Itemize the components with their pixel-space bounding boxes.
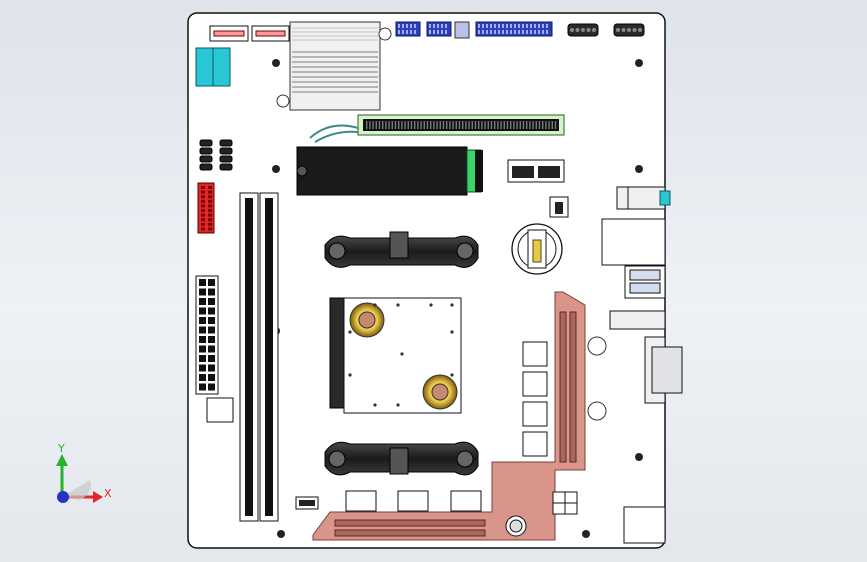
red-usb-header [197,182,215,234]
cpu-socket [329,297,462,414]
usb-stack [624,265,666,299]
choke-right-3 [522,401,548,427]
coordinate-triad: Y X [56,442,112,503]
hdmi-port [609,310,666,330]
square-component [206,397,234,423]
front-panel-headers [199,139,233,171]
top-pin-headers [395,21,553,37]
cpu-retention-top [324,231,479,268]
cpu-retention-bottom [324,441,479,476]
audio-jack [616,186,671,210]
fan-headers [567,23,645,37]
usb-header-connector [507,159,565,183]
vrm-chokes-bottom [345,490,482,512]
quad-square [552,491,578,515]
sata-connector-1 [209,25,249,42]
vrm-heatpipe [312,291,586,541]
chipset-heatsink [276,21,392,111]
sata-connector-2 [251,25,290,42]
m2-ssd [296,146,483,196]
bottom-right-block [623,506,666,544]
capacitor-1 [587,336,607,356]
choke-right-1 [522,341,548,367]
atx-24pin-connector [195,275,219,395]
cyan-usb-port [195,47,231,87]
dimm-slot-b [259,192,279,522]
lan-port [601,218,666,266]
purple-jumper [454,21,470,39]
choke-bottom-2 [397,490,429,512]
dimm-slot-a [239,192,259,522]
choke-bottom-3 [450,490,482,512]
choke-right-2 [522,371,548,397]
pcie-slot [309,114,565,143]
cmos-battery [511,223,563,275]
choke-bottom-1 [345,490,377,512]
vga-port [644,336,683,404]
vrm-chokes-right [522,341,548,457]
capacitor-2 [587,401,607,421]
x-axis-label: X [104,487,112,500]
mounting-holes [272,59,643,538]
choke-right-4 [522,431,548,457]
y-axis-label: Y [57,442,65,455]
